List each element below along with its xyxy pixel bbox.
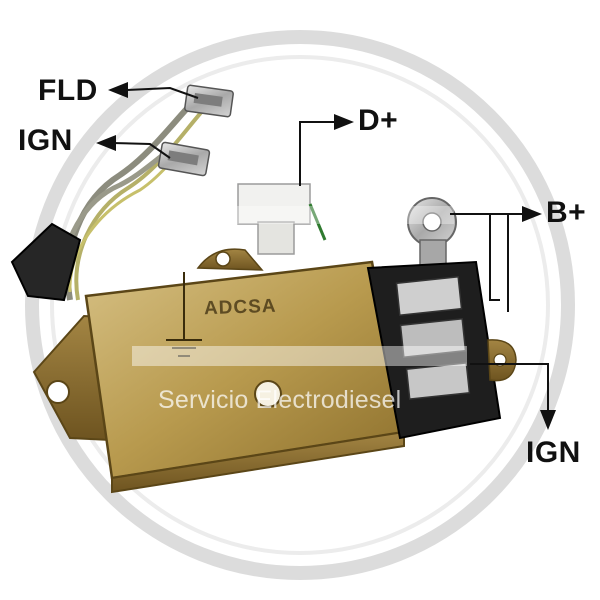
d-plus-connector: [237, 183, 327, 255]
callout-lines: [111, 86, 549, 416]
ign-top-label: IGN: [18, 124, 73, 157]
fld-label: FLD: [38, 74, 98, 107]
fld-spade-terminal: [184, 84, 234, 118]
watermark-text: Servicio Electrodiesel: [158, 386, 402, 414]
housing-stamp: ADCSA: [203, 295, 277, 320]
ground-symbol: [166, 272, 202, 357]
terminal-block: [366, 260, 517, 440]
watermark-band: [132, 346, 467, 366]
wire-harness: [59, 97, 207, 301]
callout-arrowheads: [96, 82, 556, 430]
d-plus-label: D+: [358, 104, 399, 137]
b-plus-ring-terminal: [407, 197, 457, 271]
ign-bottom-label: IGN: [526, 436, 581, 469]
watermark-band-top: [154, 206, 454, 224]
regulator-housing: [32, 248, 406, 494]
ign-spade-terminal: [157, 141, 211, 177]
b-plus-label: B+: [546, 196, 587, 229]
watermark-ring: [25, 30, 575, 580]
rubber-grommet: [10, 222, 82, 302]
